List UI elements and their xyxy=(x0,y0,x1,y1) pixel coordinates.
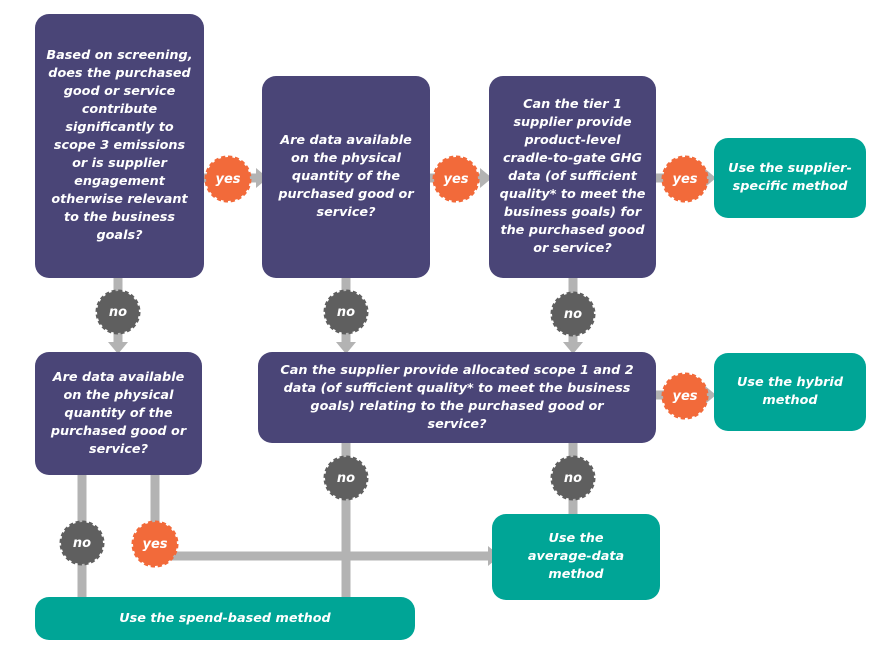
no-label: no xyxy=(336,304,356,320)
arrowhead xyxy=(480,168,492,188)
arrowhead xyxy=(336,342,356,354)
gear-badge-shape xyxy=(59,520,105,566)
yes-label: yes xyxy=(672,388,698,404)
gear-badge-shape xyxy=(550,291,596,337)
method-label: Use the supplier-specific method xyxy=(728,161,852,194)
question-text: Can the supplier provide allocated scope… xyxy=(280,362,634,432)
gear-badge-shape xyxy=(661,155,709,203)
method-spend-based: Use the spend-based method xyxy=(35,597,415,640)
gear-badge-shape xyxy=(323,289,369,335)
yes-label: yes xyxy=(215,171,241,187)
yes-badge: yes xyxy=(131,520,179,568)
gear-badge-shape xyxy=(131,520,179,568)
gear-badge-shape xyxy=(550,455,596,501)
question-physical-quantity-top: Are data available on the physical quant… xyxy=(262,76,430,278)
question-text: Are data available on the physical quant… xyxy=(50,369,187,457)
gear-badge-shape xyxy=(432,155,480,203)
yes-badge: yes xyxy=(432,155,480,203)
gear-badge-shape xyxy=(323,455,369,501)
no-label: no xyxy=(336,470,356,486)
question-text: Can the tier 1 supplier provide product-… xyxy=(499,97,646,256)
yes-badge: yes xyxy=(204,155,252,203)
arrowhead xyxy=(563,342,583,354)
question-text: Based on screening, does the purchased g… xyxy=(46,48,193,243)
no-badge: no xyxy=(550,291,596,337)
yes-label: yes xyxy=(142,536,168,552)
gear-badge-shape xyxy=(661,372,709,420)
question-supplier-engagement: Based on screening, does the purchased g… xyxy=(35,14,204,278)
no-label: no xyxy=(563,306,583,322)
question-allocated-scope-data: Can the supplier provide allocated scope… xyxy=(258,352,656,443)
method-hybrid: Use the hybrid method xyxy=(714,353,866,431)
method-supplier-specific: Use the supplier-specific method xyxy=(714,138,866,218)
no-label: no xyxy=(72,535,92,551)
no-badge: no xyxy=(95,289,141,335)
gear-badge-shape xyxy=(204,155,252,203)
method-label: Use the average-data method xyxy=(527,531,625,582)
no-badge: no xyxy=(59,520,105,566)
no-badge: no xyxy=(550,455,596,501)
yes-label: yes xyxy=(672,171,698,187)
no-label: no xyxy=(563,470,583,486)
no-badge: no xyxy=(323,455,369,501)
no-badge: no xyxy=(323,289,369,335)
no-label: no xyxy=(108,304,128,320)
method-label: Use the hybrid method xyxy=(737,375,843,408)
question-text: Are data available on the physical quant… xyxy=(278,133,414,220)
yes-badge: yes xyxy=(661,155,709,203)
question-physical-quantity-left: Are data available on the physical quant… xyxy=(35,352,202,475)
arrowhead xyxy=(108,342,128,354)
method-label: Use the spend-based method xyxy=(119,610,331,626)
yes-label: yes xyxy=(443,171,469,187)
gear-badge-shape xyxy=(95,289,141,335)
method-average-data: Use the average-data method xyxy=(492,514,660,600)
question-tier1-supplier-data: Can the tier 1 supplier provide product-… xyxy=(489,76,656,278)
yes-badge: yes xyxy=(661,372,709,420)
